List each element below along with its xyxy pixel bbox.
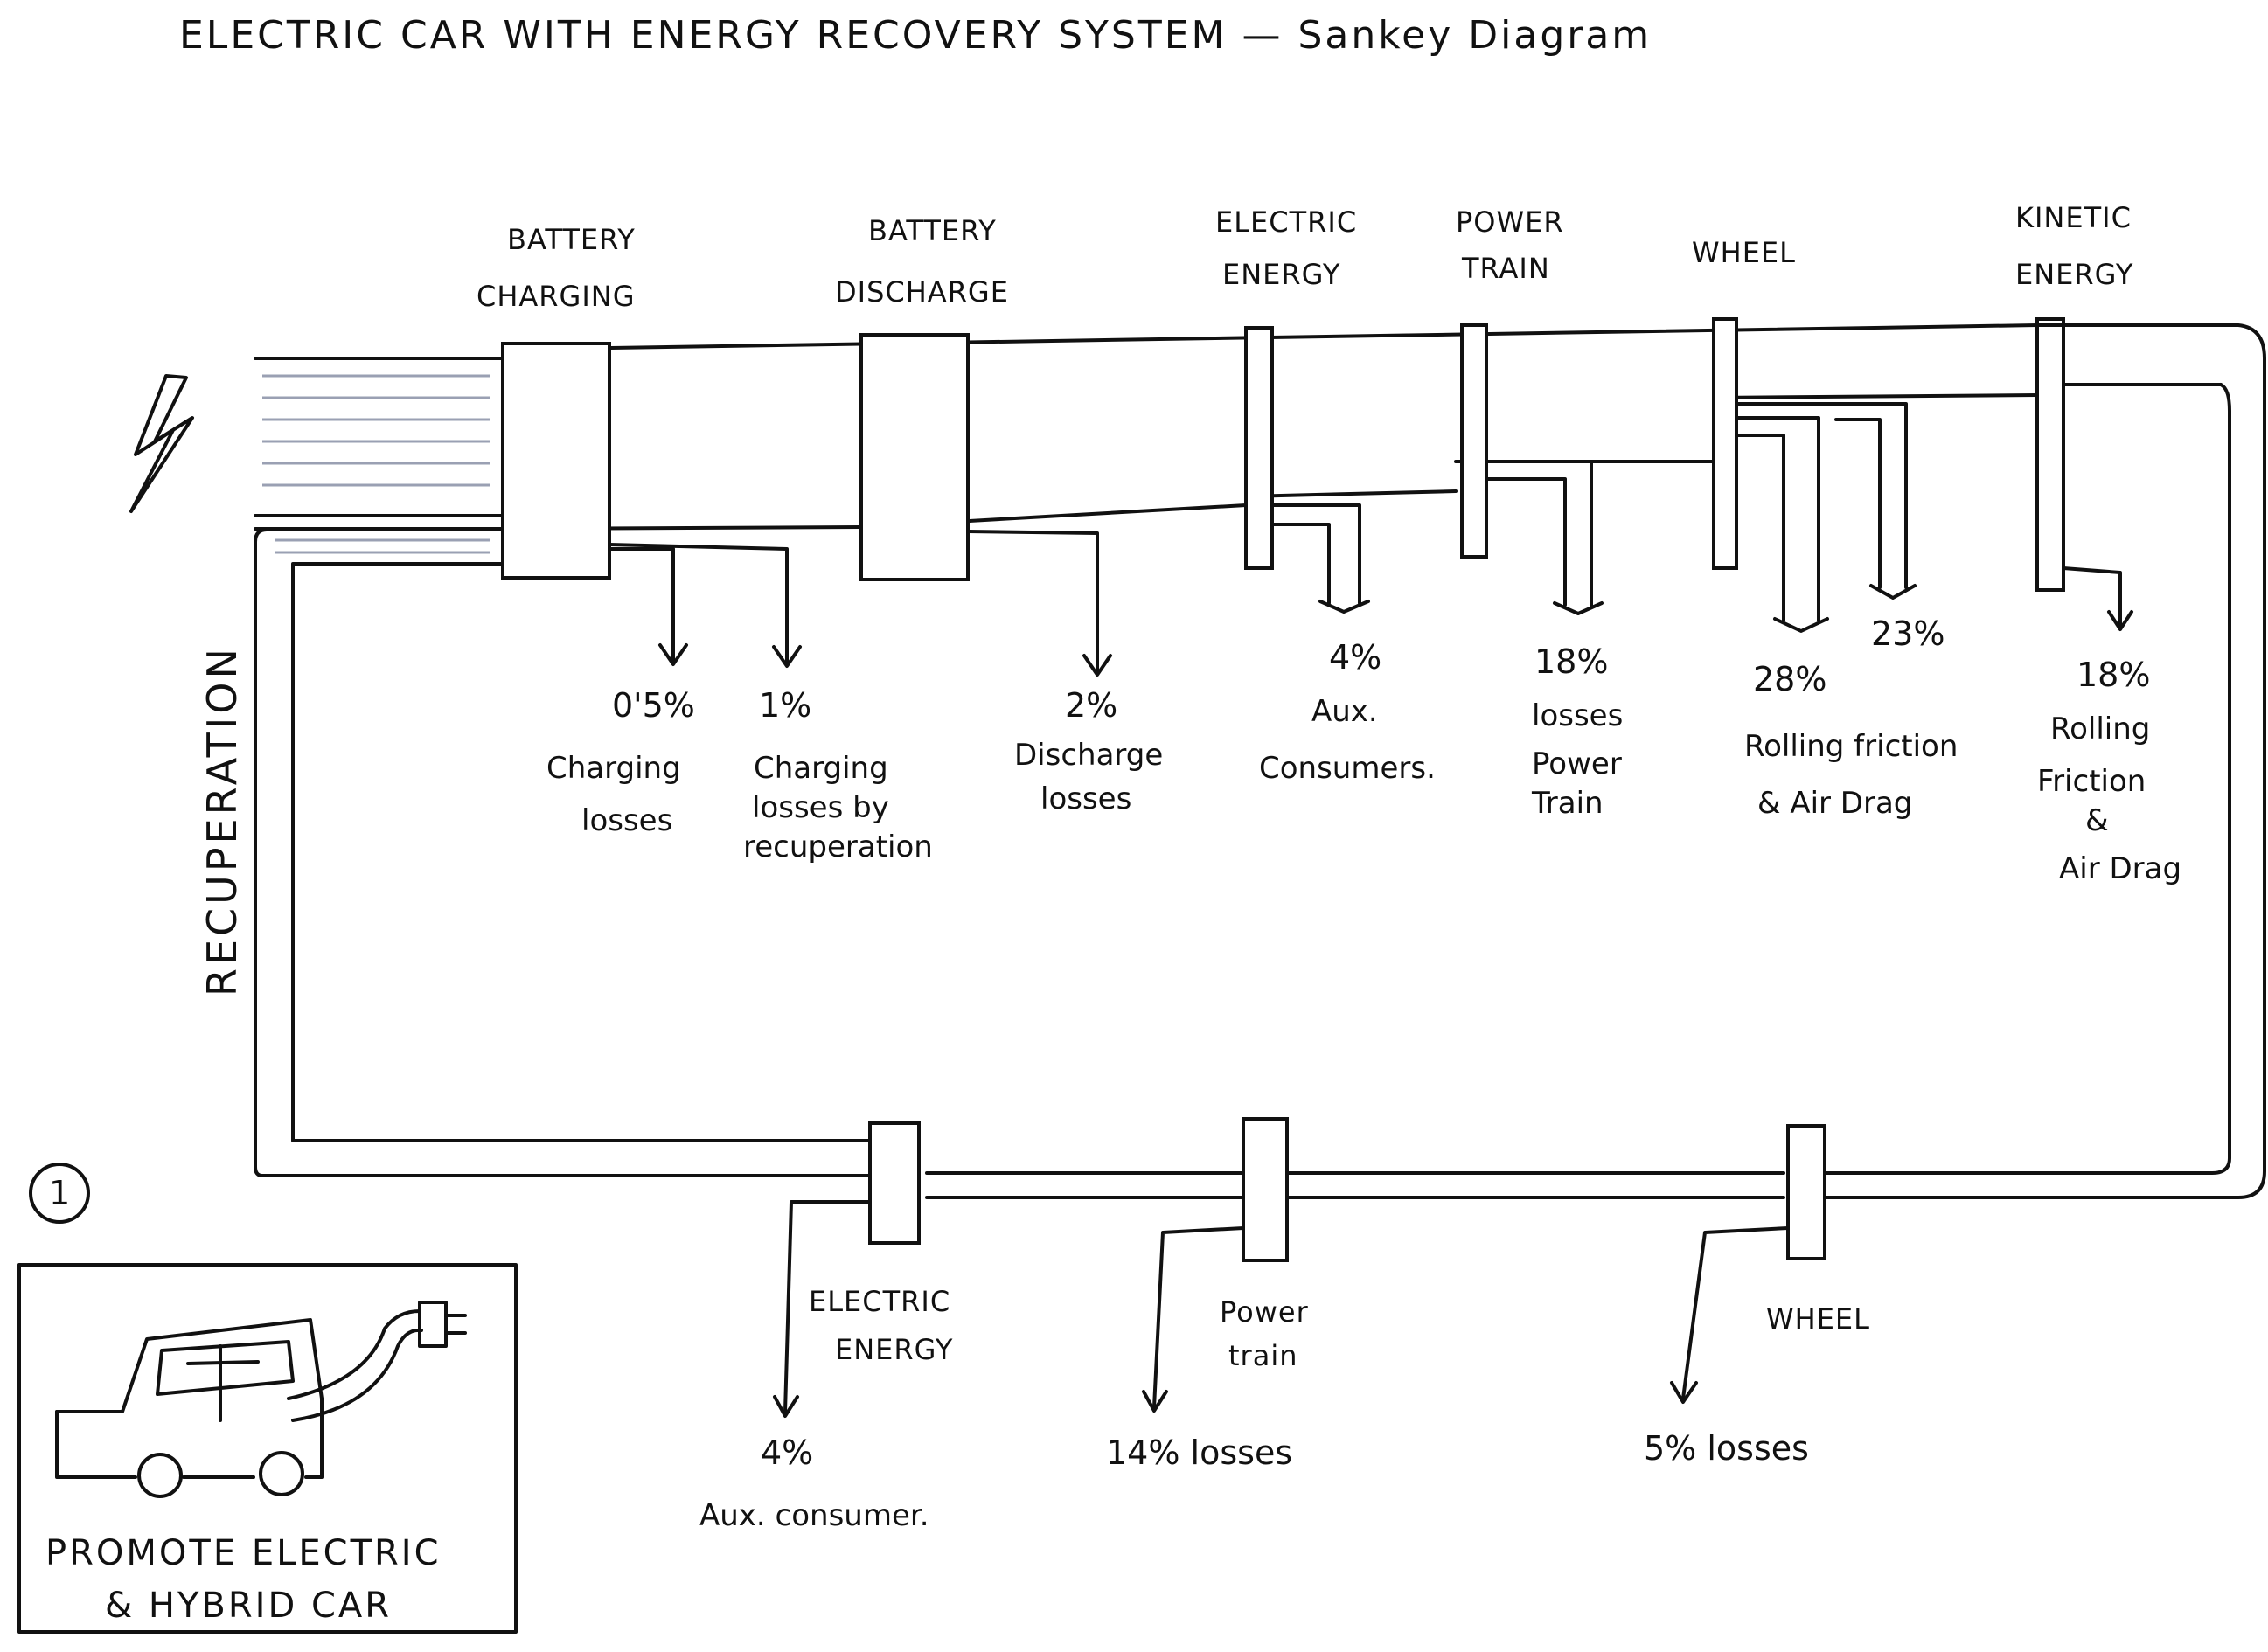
loss-label-discharge-2: losses xyxy=(1040,781,1131,816)
stage-boxes xyxy=(501,317,2065,592)
loss-value-charging: 0'5% xyxy=(612,686,695,725)
electric-energy-return-box xyxy=(868,1121,921,1245)
bottom-labels: ELECTRIC ENERGY 4% Aux. consumer. Power … xyxy=(699,1285,1870,1533)
loss-value-charging-recuperation: 1% xyxy=(759,686,811,725)
loss-label-power-train-2: Power xyxy=(1532,746,1622,781)
loss-label-discharge-1: Discharge xyxy=(1014,738,1163,773)
bottom-stage-electric-energy-1: ELECTRIC xyxy=(809,1285,950,1318)
loss-value-aux: 4% xyxy=(1329,638,1381,677)
bottom-value-electric-energy: 4% xyxy=(761,1433,813,1472)
loss-label-charging-1: Charging xyxy=(546,751,681,786)
bottom-stage-boxes xyxy=(868,1117,1826,1262)
bottom-value-wheel: 5% losses xyxy=(1644,1429,1809,1468)
electric-energy-box xyxy=(1244,326,1274,570)
input-energy-band xyxy=(254,357,504,554)
bottom-stage-wheel: WHEEL xyxy=(1766,1302,1870,1336)
stage-label-wheel: WHEEL xyxy=(1692,236,1796,269)
stage-label-battery-discharge-1: BATTERY xyxy=(868,214,997,247)
loss-label-power-train-1: losses xyxy=(1532,698,1623,733)
loss-label-aux-2: Consumers. xyxy=(1259,751,1436,786)
recuperation-loop xyxy=(254,323,2266,1199)
stage-label-electric-energy-1: ELECTRIC xyxy=(1215,205,1357,239)
bottom-stage-electric-energy-2: ENERGY xyxy=(835,1333,953,1366)
kinetic-energy-box xyxy=(2035,317,2065,592)
bottom-stage-power-train-1: Power xyxy=(1220,1295,1309,1329)
loss-label-charging-recuperation-3: recuperation xyxy=(743,829,933,864)
loss-value-discharge: 2% xyxy=(1065,686,1117,725)
battery-discharge-box xyxy=(859,333,970,581)
promo-line-2: & HYBRID CAR xyxy=(105,1586,392,1626)
loss-label-kinetic-4: Air Drag xyxy=(2059,851,2181,886)
main-flow xyxy=(501,323,2223,531)
loss-value-power-train: 18% xyxy=(1534,642,1608,681)
battery-charging-box xyxy=(501,342,611,580)
diagram-title: ELECTRIC CAR WITH ENERGY RECOVERY SYSTEM… xyxy=(179,13,1652,58)
promo-line-1: PROMOTE ELECTRIC xyxy=(45,1533,442,1573)
electric-car-plug-icon xyxy=(55,1301,467,1498)
stage-label-electric-energy-2: ENERGY xyxy=(1222,258,1340,291)
wheel-return-box xyxy=(1786,1124,1826,1260)
stage-labels: BATTERY CHARGING BATTERY DISCHARGE ELECT… xyxy=(477,201,2133,313)
footnote-marker-number: 1 xyxy=(49,1174,70,1212)
loss-label-charging-2: losses xyxy=(581,803,672,838)
loss-labels: 0'5% Charging losses 1% Charging losses … xyxy=(546,614,2181,886)
loss-label-charging-recuperation-2: losses by xyxy=(752,790,889,825)
power-train-return-box xyxy=(1242,1117,1289,1262)
stage-label-kinetic-energy-1: KINETIC xyxy=(2015,201,2132,234)
loss-label-wheel-2: & Air Drag xyxy=(1757,786,1912,821)
bottom-loss-arrows xyxy=(773,1200,1790,1418)
loss-label-charging-recuperation-1: Charging xyxy=(754,751,888,786)
loss-label-aux-1: Aux. xyxy=(1311,694,1378,729)
stage-label-battery-charging-1: BATTERY xyxy=(507,223,636,256)
loss-label-kinetic-2: Friction xyxy=(2037,764,2146,799)
loss-label-kinetic-1: Rolling xyxy=(2050,711,2150,746)
loss-label-kinetic-3: & xyxy=(2085,803,2109,838)
stage-label-power-train-2: TRAIN xyxy=(1461,252,1550,285)
loss-label-power-train-3: Train xyxy=(1531,786,1604,821)
power-train-box xyxy=(1460,323,1488,559)
loss-value-wheel-rolling: 28% xyxy=(1753,660,1826,698)
recuperation-label: RECUPERATION xyxy=(198,645,246,996)
stage-label-power-train-1: POWER xyxy=(1456,205,1564,239)
stage-label-battery-charging-2: CHARGING xyxy=(477,280,636,313)
loss-value-wheel-airdrag: 23% xyxy=(1871,614,1944,653)
wheel-box xyxy=(1712,317,1738,570)
loss-label-wheel-1: Rolling friction xyxy=(1744,729,1958,764)
bottom-stage-power-train-2: train xyxy=(1228,1339,1297,1372)
promo-box: PROMOTE ELECTRIC & HYBRID CAR xyxy=(17,1263,518,1634)
stage-label-kinetic-energy-2: ENERGY xyxy=(2015,258,2133,291)
bottom-value-power-train: 14% losses xyxy=(1106,1433,1292,1472)
bottom-loss-electric-energy: Aux. consumer. xyxy=(699,1498,929,1533)
lightning-bolt-icon xyxy=(129,374,194,513)
stage-label-battery-discharge-2: DISCHARGE xyxy=(835,275,1009,309)
loss-arrows xyxy=(608,402,2133,677)
loss-value-kinetic: 18% xyxy=(2077,656,2150,694)
footnote-marker: 1 xyxy=(29,1163,90,1224)
